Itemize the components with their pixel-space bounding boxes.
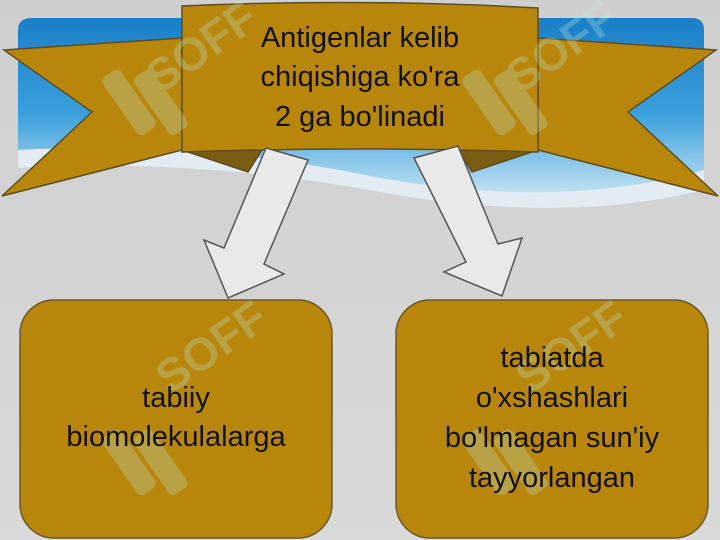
ribbon-center-panel	[181, 1, 539, 153]
category-label-right: tabiatda o'xshashlari bo'lmagan sun'iy t…	[444, 341, 660, 495]
diagram-title: Antigenlar kelib chiqishiga ko'ra 2 ga b…	[260, 22, 460, 133]
header-band-highlight	[18, 147, 704, 209]
arrow-right	[412, 145, 524, 297]
arrow-left	[202, 147, 310, 299]
category-box-right	[395, 299, 709, 539]
ribbon-banner	[1, 1, 719, 197]
watermark-logo	[462, 429, 548, 495]
category-box-left	[19, 299, 333, 539]
category-label-left: tabiiy biomolekulalarga	[66, 381, 286, 453]
watermark-logo	[102, 69, 188, 135]
watermark-logo	[462, 69, 548, 135]
watermark-logo	[102, 429, 188, 495]
